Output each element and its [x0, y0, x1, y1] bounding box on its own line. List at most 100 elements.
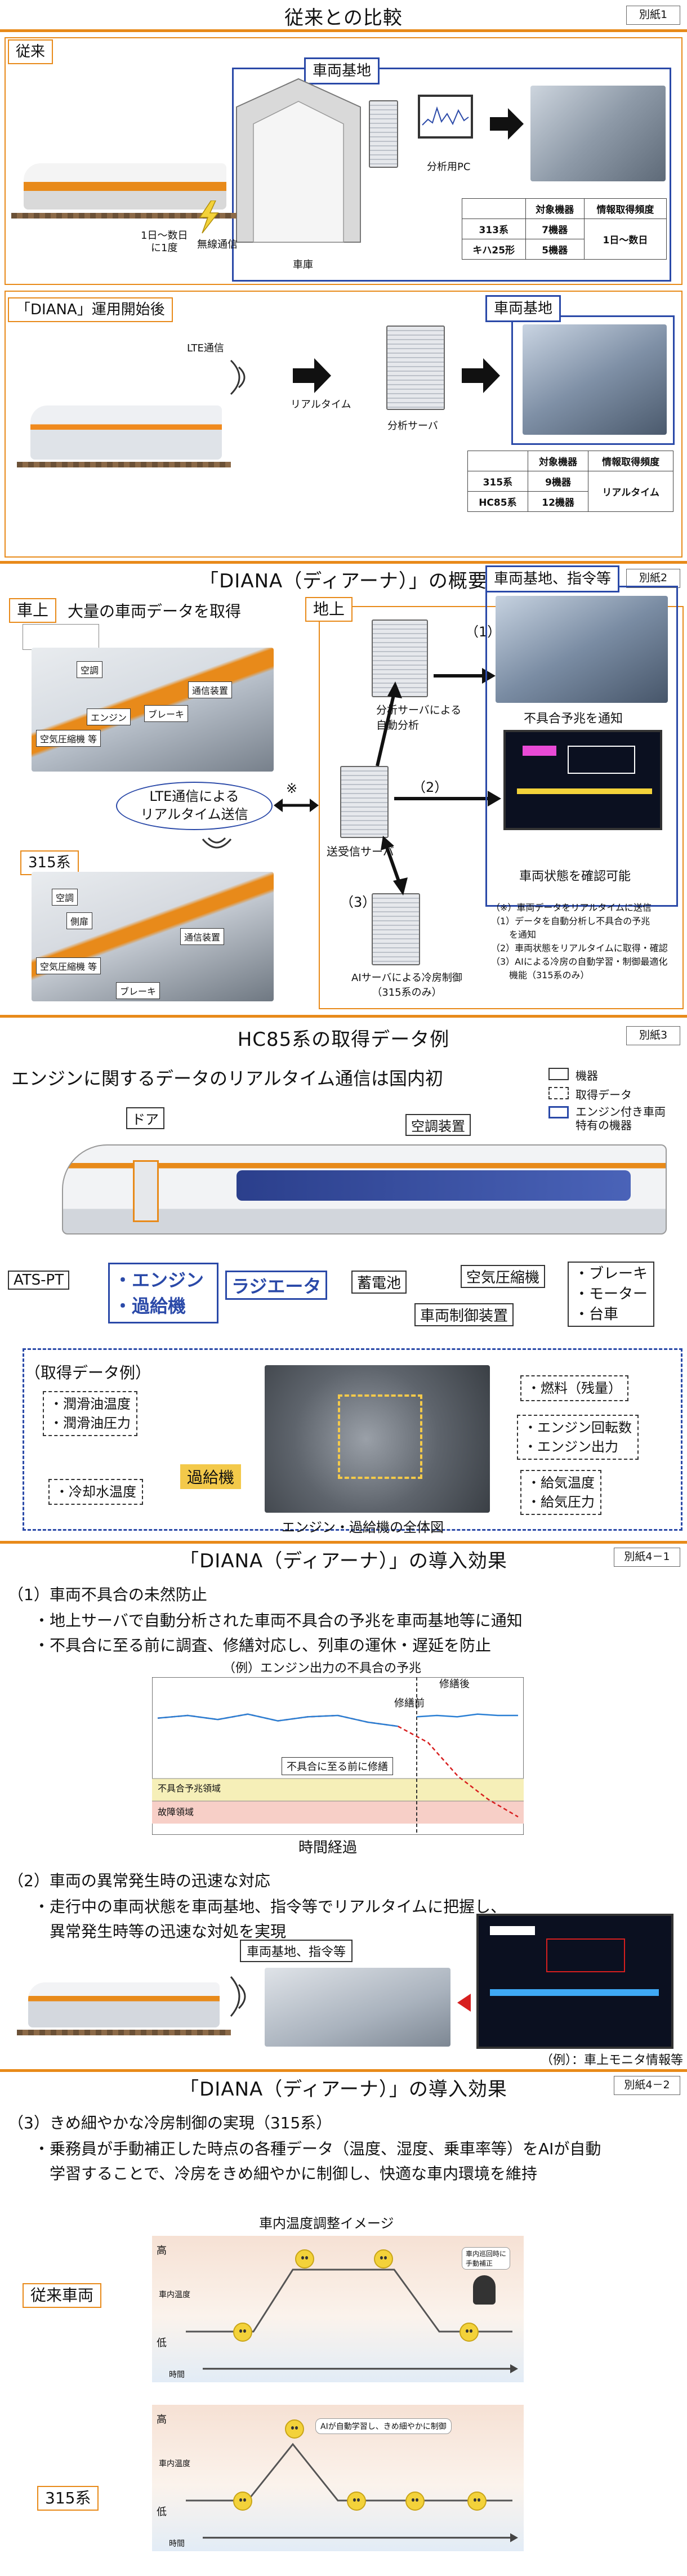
arrow-head-icon — [483, 358, 500, 393]
repair-note: 不具合に至る前に修繕 — [282, 1757, 393, 1775]
arrow-icon — [462, 368, 484, 383]
happy-face-icon — [460, 2323, 479, 2342]
realtime-label: リアルタイム — [291, 399, 351, 411]
rpm-data: ・エンジン回転数 ・エンジン出力 — [517, 1415, 639, 1460]
hc85-train-small — [28, 1982, 220, 2027]
table-cell: 5機器 — [525, 239, 585, 260]
notes: （※）車両データをリアルタイムに送信 （1）データを自動分析し不具合の予兆 を通… — [491, 902, 668, 981]
callout-door: 側扉 — [66, 912, 93, 929]
section-2-tag: 別紙2 — [626, 569, 680, 588]
operator-photo — [265, 1968, 450, 2047]
headline: エンジンに関するデータのリアルタイム通信は国内初 — [11, 1068, 444, 1089]
lte-bubble: LTE通信による リアルタイム送信 — [116, 782, 273, 830]
brake-list: ・ブレーキ ・モーター ・台車 — [568, 1262, 655, 1327]
table-header: 情報取得頻度 — [588, 451, 673, 471]
section-2-title: 「DIANA（ディアーナ）」の概要 — [199, 570, 488, 592]
callout-comm: 通信装置 — [180, 928, 225, 945]
table-cell: 1日～数日 — [583, 219, 667, 260]
blank-label-box — [23, 624, 99, 650]
divider — [0, 561, 687, 564]
ai-server-label: AIサーバによる冷房制御 （315系のみ） — [351, 972, 462, 999]
section-5-title: 「DIANA（ディアーナ）」の導入効果 — [180, 2078, 507, 2101]
screen-block — [546, 1938, 625, 1972]
s315-label: 315系 — [37, 2486, 99, 2511]
legacy-panel — [5, 37, 682, 285]
legend-swatch-data — [548, 1087, 569, 1099]
depot-label: 車庫 — [293, 259, 313, 271]
axis-temp: 車内温度 — [159, 2459, 190, 2468]
effect-1-bullet-2: ・不具合に至る前に調査、修繕対応し、列車の運休・遅延を防止 — [34, 1636, 492, 1655]
crew-note: 車内巡回時に 手動補正 — [462, 2247, 511, 2270]
table-header — [462, 198, 526, 219]
data-example-label: （取得データ例） — [25, 1363, 151, 1382]
happy-face-icon — [233, 2492, 252, 2511]
radiator-label: ラジエータ — [225, 1271, 328, 1300]
onboard-monitor — [476, 1914, 673, 2049]
table-cell: HC85系 — [467, 491, 528, 512]
screen-block — [490, 1989, 659, 1996]
repair-before-label: 修繕前 — [394, 1697, 425, 1709]
callout-aircon: 空調 — [77, 661, 103, 678]
door-box — [133, 1160, 159, 1222]
monitoring-photo — [523, 324, 667, 435]
rail — [17, 2030, 231, 2035]
confirm-label: 車両状態を確認可能 — [519, 870, 631, 884]
legend-engine: エンジン付き車両 特有の機器 — [576, 1105, 666, 1132]
section-1-tag: 別紙1 — [626, 6, 680, 25]
lte-label: LTE通信 — [187, 342, 224, 354]
ai-note: AIが自動学習し、きめ細やかに制御 — [315, 2418, 452, 2434]
supercharger-marker — [338, 1394, 422, 1479]
pc-label: 分析用PC — [427, 161, 471, 173]
image-title: 車内温度調整イメージ — [259, 2216, 394, 2231]
ai-server — [372, 893, 420, 965]
zone-sign-band — [152, 1779, 524, 1801]
neutral-face-icon — [285, 2419, 304, 2439]
legend-swatch-engine — [548, 1106, 569, 1118]
table-cell: キハ25形 — [462, 239, 526, 260]
legacy-car-label: 従来車両 — [23, 2283, 102, 2308]
effect-1-bullet-1: ・地上サーバで自動分析された車両不具合の予兆を車両基地等に通知 — [34, 1611, 523, 1630]
callout-brake: ブレーキ — [144, 705, 189, 722]
arrow-icon — [293, 368, 315, 383]
table-header: 対象機器 — [525, 198, 585, 219]
hc85-train — [30, 405, 222, 460]
monitor-screen — [503, 730, 662, 830]
office-photo — [530, 86, 666, 181]
callout-compressor: 空気圧縮機 等 — [36, 957, 101, 974]
axis-low: 低 — [157, 2337, 167, 2349]
server-label: 分析サーバ — [387, 420, 438, 432]
note-mark: ※ — [286, 781, 298, 796]
flow-num-1: （1） — [465, 624, 501, 640]
legend-data: 取得データ — [576, 1088, 632, 1102]
callout-comm: 通信装置 — [188, 681, 233, 698]
lub-data: ・潤滑油温度 ・潤滑油圧力 — [43, 1391, 137, 1436]
onboard-label: 車上 — [9, 598, 57, 623]
screen-block — [517, 788, 652, 794]
engine-caption: エンジン・過給機の全体図 — [282, 1519, 444, 1535]
waveform-icon — [422, 106, 469, 126]
depot-building — [236, 78, 361, 243]
pc-monitor — [418, 95, 473, 139]
diana-label: 「DIANA」運用開始後 — [8, 297, 173, 322]
supercharger-tag: 過給機 — [180, 1464, 242, 1489]
ground-label: 地上 — [305, 597, 353, 622]
table-cell: 12機器 — [527, 491, 589, 512]
door-label: ドア — [126, 1107, 164, 1129]
zone-fail-band — [152, 1801, 524, 1824]
flow-arrows — [376, 668, 501, 895]
signal-waves-icon — [230, 359, 246, 395]
control-label: 車両制御装置 — [414, 1303, 514, 1326]
monitor-caption: （例）：車上モニタ情報等 — [541, 2053, 684, 2067]
happy-face-icon — [405, 2492, 425, 2511]
coolant-data: ・冷却水温度 — [48, 1479, 143, 1505]
table-header: 情報取得頻度 — [583, 198, 667, 219]
arrow-head-icon — [314, 358, 331, 393]
flow-num-3: （3） — [340, 894, 376, 910]
happy-face-icon — [467, 2492, 487, 2511]
happy-face-icon — [233, 2323, 252, 2342]
unhappy-face-icon — [374, 2249, 393, 2269]
unhappy-face-icon — [295, 2249, 314, 2269]
table-header: 対象機器 — [527, 451, 589, 471]
engine-label: ・エンジン — [114, 1269, 204, 1291]
fuel-data: ・燃料（残量） — [520, 1375, 628, 1401]
